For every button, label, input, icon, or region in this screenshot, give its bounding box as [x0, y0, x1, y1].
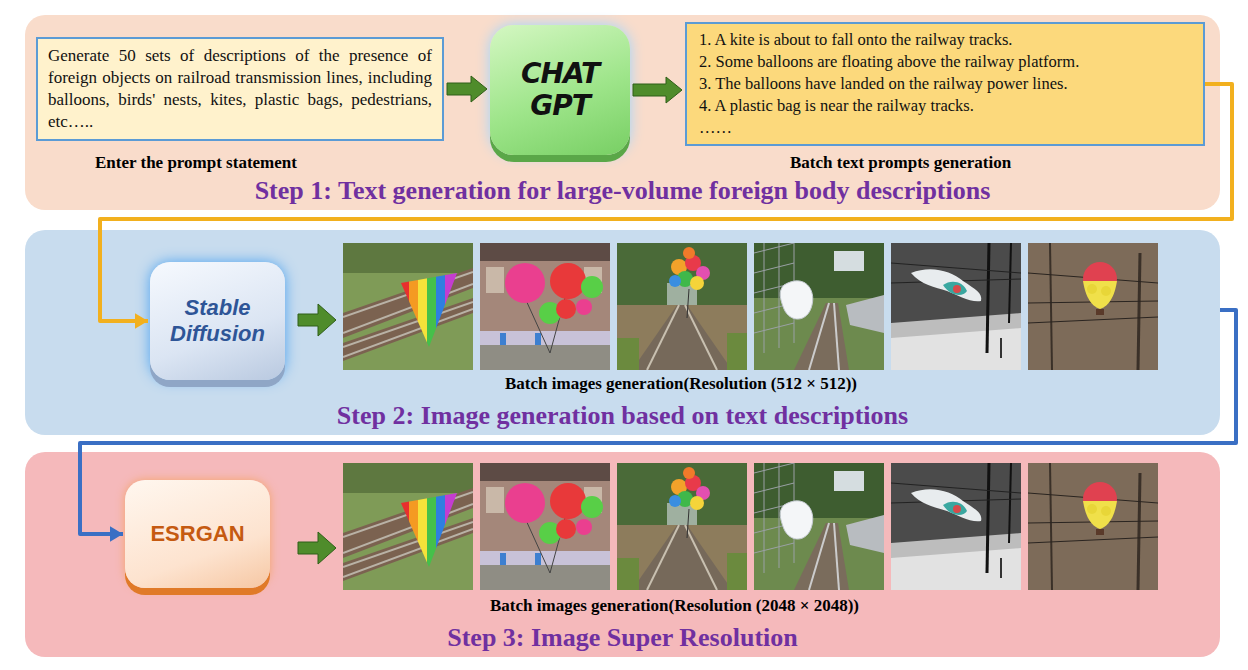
prompt-line: 2. Some balloons are floating above the … — [699, 51, 1191, 73]
step-heading: Step 1: Text generation for large-volume… — [255, 176, 991, 206]
arrow-head — [110, 526, 123, 542]
step-caption: Batch text prompts generation — [790, 153, 1011, 173]
balloons-tracks-image — [617, 243, 747, 370]
connector-line — [100, 84, 1232, 321]
balloon-lines-image — [1028, 463, 1158, 590]
kite-image — [343, 463, 473, 590]
balloon-lines-image — [1028, 243, 1158, 370]
balloons-tracks-image — [617, 463, 747, 590]
flow-arrow — [80, 310, 1236, 542]
model-name: Stable Diffusion — [158, 295, 277, 347]
step-band: Step 1: Text generation for large-volume… — [25, 15, 1220, 210]
plastic-bag-image — [754, 243, 884, 370]
plastic-bag-image — [754, 463, 884, 590]
model-icon: ESRGAN — [125, 480, 270, 588]
flow-arrow — [100, 84, 1232, 329]
prompt-line: 1. A kite is about to fall onto the rail… — [699, 29, 1191, 51]
prompt-line: 4. A plastic bag is near the railway tra… — [699, 95, 1191, 117]
generated-images-2048 — [343, 463, 1158, 590]
balloons-platform-image — [480, 243, 610, 370]
output-box: 1. A kite is about to fall onto the rail… — [685, 22, 1205, 146]
connector-line — [80, 310, 1236, 534]
green-arrow — [298, 304, 336, 336]
step-heading: Step 3: Image Super Resolution — [447, 623, 798, 653]
step-heading: Step 2: Image generation based on text d… — [337, 401, 908, 431]
prompt-line: 3. The balloons have landed on the railw… — [699, 73, 1191, 95]
generated-images-512 — [343, 243, 1158, 370]
model-name: ESRGAN — [150, 521, 244, 547]
flow-arrow — [633, 77, 682, 103]
model-icon: CHAT GPT — [490, 25, 630, 155]
model-name: CHAT GPT — [512, 58, 608, 122]
step-caption: Batch images generation(Resolution (2048… — [490, 596, 859, 616]
green-arrow — [633, 77, 682, 103]
arrow-head — [135, 313, 148, 329]
bag-on-lines-image — [891, 463, 1021, 590]
prompt-box: Generate 50 sets of descriptions of the … — [36, 37, 444, 141]
model-icon: Stable Diffusion — [150, 262, 285, 380]
green-arrow — [298, 532, 336, 564]
balloons-platform-image — [480, 463, 610, 590]
bag-on-lines-image — [891, 243, 1021, 370]
step-caption: Enter the prompt statement — [95, 153, 297, 173]
prompt-text: Generate 50 sets of descriptions of the … — [48, 45, 432, 133]
prompt-line: …… — [699, 117, 1191, 139]
kite-image — [343, 243, 473, 370]
step-caption: Batch images generation(Resolution (512 … — [505, 374, 857, 394]
green-arrow — [447, 76, 487, 102]
flow-arrow — [447, 76, 487, 102]
